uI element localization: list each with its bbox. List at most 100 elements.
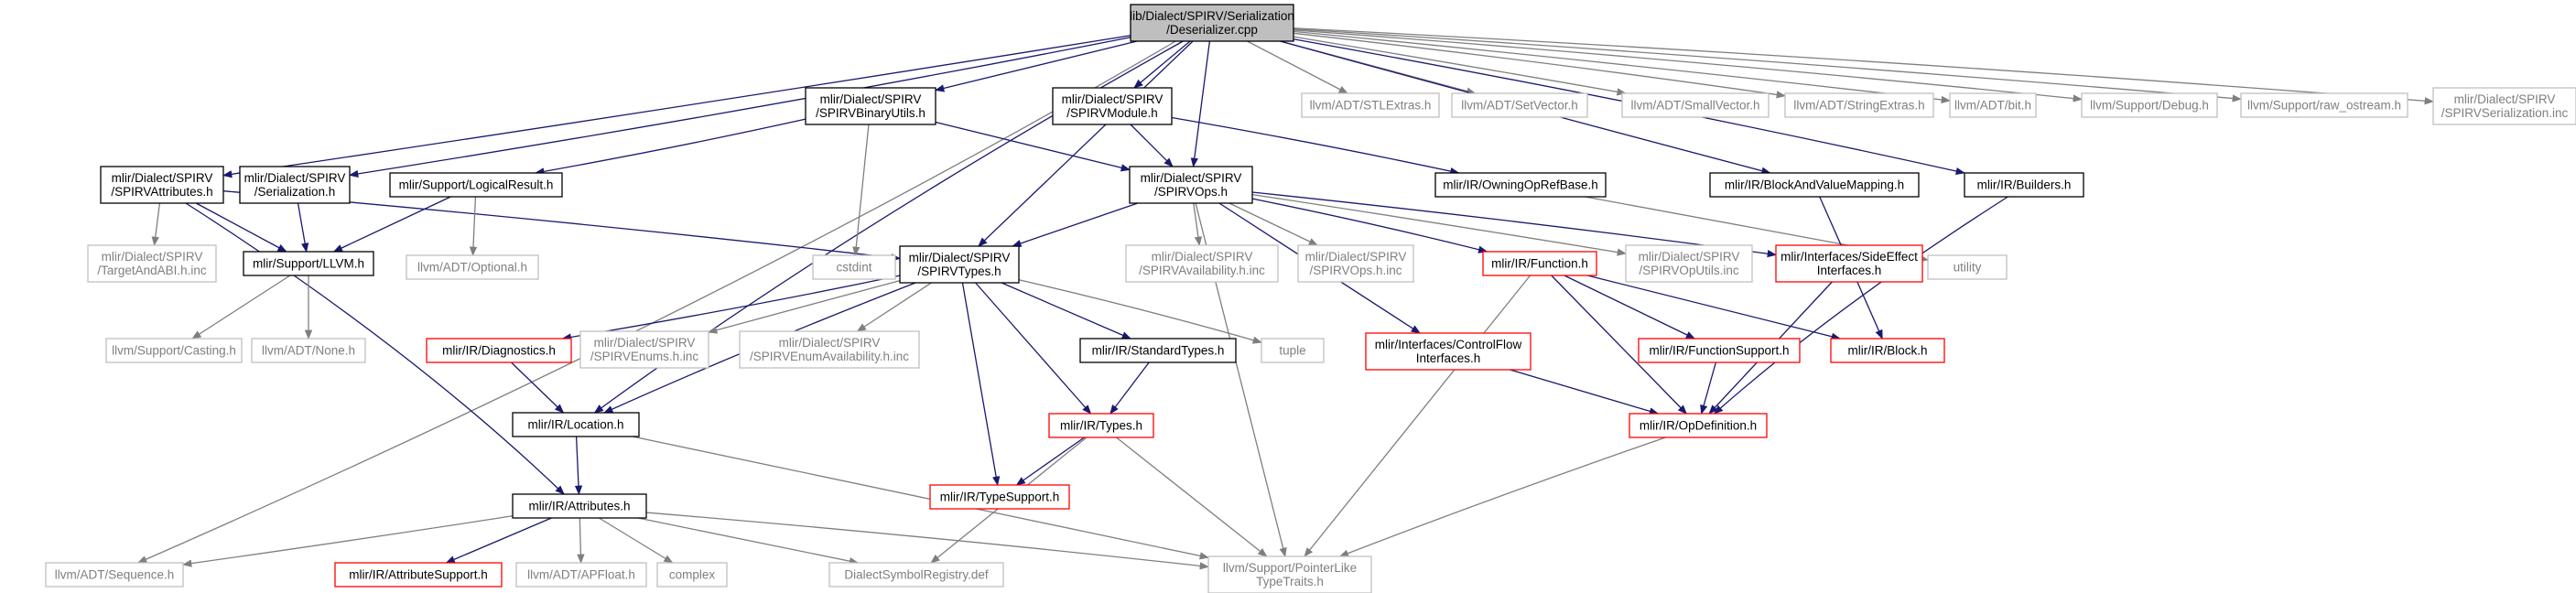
edge-line (1304, 275, 1532, 557)
node-spirvavailability: mlir/Dialect/SPIRV/SPIRVAvailability.h.i… (1125, 244, 1279, 283)
node-bit_h: llvm/ADT/bit.h (1949, 92, 2037, 118)
node-label: mlir/Dialect/SPIRV (820, 92, 922, 106)
node-types_h[interactable]: mlir/IR/Types.h (1048, 413, 1154, 438)
edge-spirvops-to-spirvavailability (1193, 202, 1203, 247)
edge-root-to-raw_ostream (1293, 27, 2243, 102)
edge-line (191, 275, 291, 340)
edge-line (511, 361, 565, 414)
node-layer: lib/Dialect/SPIRV/Serialization/Deserial… (45, 4, 2576, 593)
node-serialization_h[interactable]: mlir/Dialect/SPIRV/Serialization.h (239, 166, 351, 204)
edge-line (1293, 27, 2243, 102)
node-cstdint: cstdint (812, 254, 896, 280)
node-label: llvm/Support/PointerLike (1223, 561, 1357, 575)
edge-root-to-spirvbinaryutils (934, 40, 1138, 92)
edge-line (934, 40, 1138, 92)
node-label: mlir/IR/BlockAndValueMapping.h (1725, 178, 1904, 192)
edge-function_h-to-block_h (1586, 275, 1842, 340)
edge-attributes_h-to-pointerliketypetraits (645, 512, 1210, 570)
edge-line (297, 202, 309, 253)
edge-line (469, 196, 478, 257)
node-optional: llvm/ADT/Optional.h (406, 254, 539, 280)
edge-root-to-bit_h (1293, 30, 1952, 104)
node-complex: complex (656, 562, 728, 588)
node-box (2432, 87, 2576, 125)
node-spirvbinaryutils[interactable]: mlir/Dialect/SPIRV/SPIRVBinaryUtils.h (805, 87, 936, 125)
edge-location-to-pointerliketypetraits (632, 436, 1210, 560)
node-typesupport[interactable]: mlir/IR/TypeSupport.h (929, 484, 1070, 510)
node-box (1784, 92, 1934, 118)
node-spirvattributes[interactable]: mlir/Dialect/SPIRV/SPIRVAttributes.h (100, 166, 224, 204)
node-standardtypes[interactable]: mlir/IR/StandardTypes.h (1079, 338, 1237, 363)
edge-spirvops-to-spirvops_inc (1228, 202, 1319, 246)
edge-llvm_h-to-casting (191, 275, 291, 340)
node-label: llvm/ADT/None.h (262, 344, 355, 358)
node-box (1830, 338, 1945, 363)
node-opdefinition[interactable]: mlir/IR/OpDefinition.h (1629, 413, 1768, 438)
node-box (1927, 254, 2008, 280)
node-box (828, 562, 1004, 588)
edge-root-to-sequence (136, 40, 1176, 564)
node-label: llvm/ADT/Optional.h (417, 261, 527, 275)
edge-line (181, 515, 514, 567)
edge-functionsupport-to-opdefinition (1700, 361, 1716, 415)
node-label: llvm/ADT/StringExtras.h (1793, 99, 1924, 113)
node-owningopref[interactable]: mlir/IR/OwningOpRefBase.h (1434, 172, 1607, 198)
edge-line (975, 282, 1092, 415)
node-root[interactable]: lib/Dialect/SPIRV/Serialization/Deserial… (1130, 4, 1294, 42)
node-blockandvaluemapping[interactable]: mlir/IR/BlockAndValueMapping.h (1709, 172, 1920, 198)
edge-line (1510, 369, 1660, 415)
node-label: mlir/Dialect/SPIRV (1062, 92, 1164, 106)
node-label: mlir/Interfaces/ControlFlow (1375, 338, 1522, 351)
node-attributes_h[interactable]: mlir/IR/Attributes.h (512, 493, 647, 519)
edge-spirvtypes-to-standardtypes (1001, 282, 1131, 340)
node-box (251, 338, 366, 363)
node-logicalresult[interactable]: mlir/Support/LogicalResult.h (389, 172, 563, 198)
node-functionsupport[interactable]: mlir/IR/FunctionSupport.h (1638, 338, 1801, 363)
node-smallvector: llvm/ADT/SmallVector.h (1621, 92, 1770, 118)
edge-line (1700, 361, 1716, 415)
edge-spirvtypes-to-spirvenumavail (856, 282, 932, 332)
node-function_h[interactable]: mlir/IR/Function.h (1482, 251, 1597, 276)
node-spirvtypes[interactable]: mlir/Dialect/SPIRV/SPIRVTypes.h (899, 245, 1020, 284)
edge-line (1586, 275, 1842, 340)
edge-spirvtypes-to-diagnostics (561, 275, 901, 341)
node-builders[interactable]: mlir/IR/Builders.h (1964, 172, 2084, 198)
node-sequence: llvm/ADT/Sequence.h (45, 562, 184, 588)
edge-line (637, 517, 860, 566)
edge-line (961, 282, 1001, 487)
node-spirvoputils: mlir/Dialect/SPIRV/SPIRVOpUtils.inc (1625, 244, 1753, 283)
edge-spirvbinaryutils-to-spirvops (935, 121, 1131, 172)
node-box (515, 562, 647, 588)
node-diagnostics[interactable]: mlir/IR/Diagnostics.h (426, 338, 572, 363)
edge-line (577, 517, 585, 565)
node-box (2240, 92, 2408, 118)
node-block_h[interactable]: mlir/IR/Block.h (1830, 338, 1945, 363)
node-location[interactable]: mlir/IR/Location.h (512, 412, 640, 437)
node-label: mlir/IR/Location.h (527, 418, 623, 432)
node-box (656, 562, 728, 588)
node-box (406, 254, 539, 280)
edge-spirvattributes-to-llvm_h (195, 202, 287, 253)
node-label: mlir/Dialect/SPIRV (909, 251, 1011, 264)
node-dialectsymbolregistry: DialectSymbolRegistry.def (828, 562, 1004, 588)
edge-line (1564, 275, 1696, 340)
node-spirvmodule[interactable]: mlir/Dialect/SPIRV/SPIRVModule.h (1052, 87, 1173, 125)
edge-root-to-spirvops (1190, 40, 1211, 168)
node-label: mlir/Dialect/SPIRV (779, 336, 881, 350)
node-llvm_h[interactable]: mlir/Support/LLVM.h (243, 251, 374, 276)
edge-line (348, 37, 1131, 178)
edge-root-to-serialization_h (348, 37, 1131, 178)
edge-spirvtypes-to-typesupport (961, 282, 1001, 487)
node-label: mlir/Dialect/SPIRV (1141, 171, 1242, 185)
node-attributesupport[interactable]: mlir/IR/AttributeSupport.h (334, 562, 503, 588)
node-spirvops[interactable]: mlir/Dialect/SPIRV/SPIRVOps.h (1129, 166, 1253, 204)
node-label: mlir/IR/FunctionSupport.h (1649, 344, 1789, 358)
node-none_h: llvm/ADT/None.h (251, 338, 366, 363)
edge-line (1713, 196, 2008, 415)
node-label: mlir/Dialect/SPIRV (594, 336, 696, 350)
edge-line (561, 275, 901, 341)
node-label: mlir/Dialect/SPIRV (1639, 250, 1740, 264)
node-label: mlir/IR/Block.h (1847, 344, 1927, 358)
